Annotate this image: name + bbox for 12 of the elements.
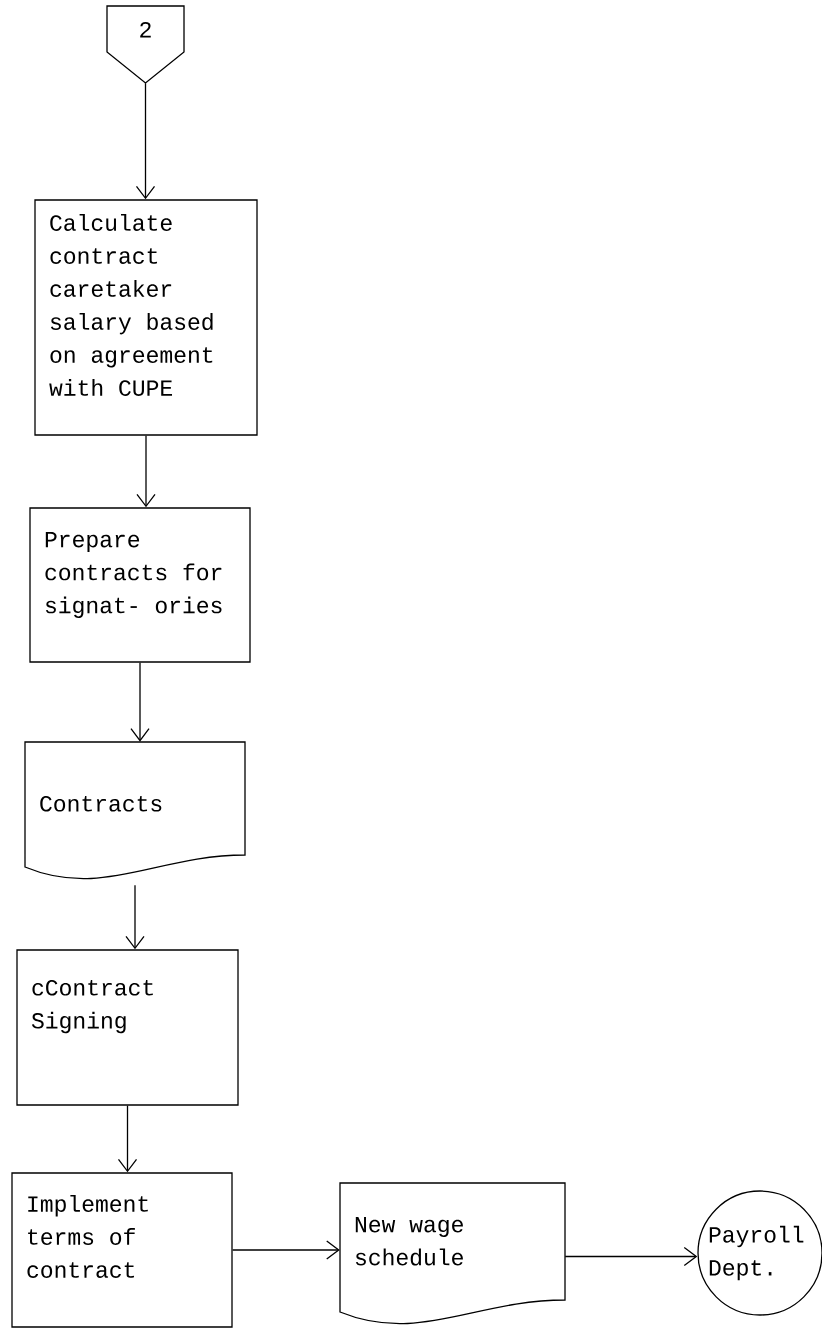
off-page-connector: 2 [106,5,185,84]
process-box: Calculate contract caretaker salary based on agreement with CUPE [34,199,258,436]
process-box: Prepare contracts for signat- ories [29,507,251,663]
process-box: cContract Signing [16,949,239,1106]
arrow [125,884,145,950]
process-box: Implement terms of contract [11,1172,233,1328]
arrow [136,435,156,508]
arrow [130,662,150,742]
arrow [564,1246,698,1267]
arrow [232,1240,340,1260]
arrow [117,1105,138,1173]
arrow [135,82,156,200]
